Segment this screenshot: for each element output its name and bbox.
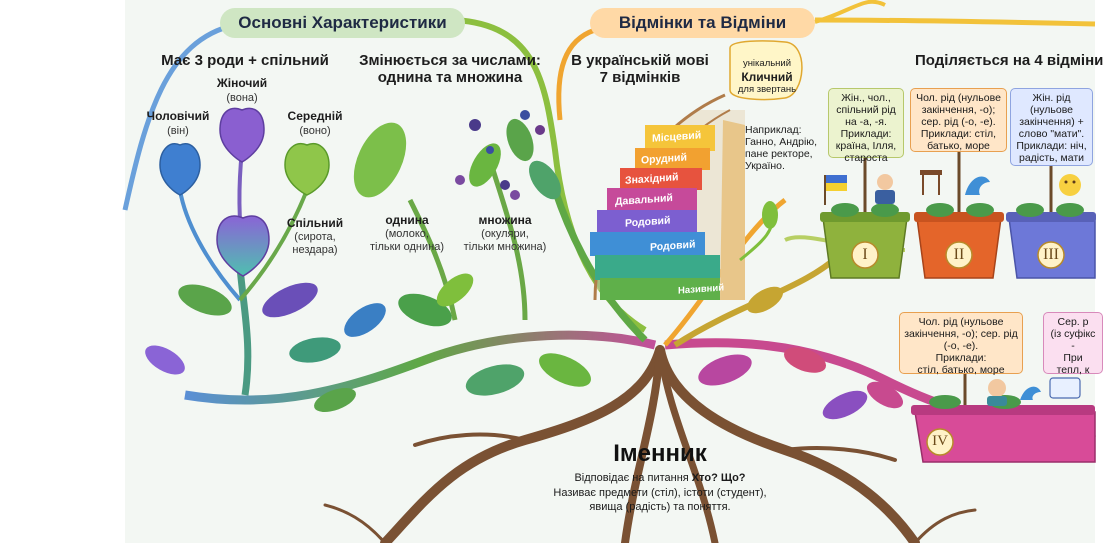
noun-question-line: Відповідає на питання Хто? Що?: [525, 472, 795, 485]
staircase-illustration: [590, 93, 778, 301]
noun-title: Іменник: [613, 440, 707, 467]
section-title-characteristics: Основні Характеристики: [220, 8, 465, 38]
masculine-pronoun: (він): [167, 125, 189, 137]
bubble-top: унікальний: [742, 58, 792, 69]
declension-card-4: Чол. рід (нульове закінчення, -о); сер. …: [899, 312, 1023, 376]
numeral-I: I: [862, 246, 868, 263]
declension-card-3: Жін. рід (нульове закінчення) + слово "м…: [1010, 88, 1093, 166]
declensions-heading: Поділяється на 4 відміни: [915, 52, 1103, 69]
section-title-text: Основні Характеристики: [238, 13, 447, 32]
numeral-II: II: [953, 246, 965, 263]
neuter-pronoun: (воно): [299, 125, 331, 137]
numbers-heading: Змінюється за числами: однина та множина: [359, 52, 541, 87]
declension-card-4-extra: Сер. р (із суфікс - При тепл, к: [1043, 312, 1103, 376]
noun-description-line-2: явища (радість) та поняття.: [589, 501, 731, 513]
noun-question-text: Відповідає на питання: [574, 472, 692, 484]
numeral-III: III: [1043, 246, 1059, 263]
noun-description-line-1: Називає предмети (стіл), істоти (студент…: [553, 487, 767, 499]
noun-question-bold: Хто? Що?: [691, 472, 746, 484]
tulip-icons: [159, 107, 330, 277]
tree-illustration: [122, 0, 1096, 543]
vocative-example: Наприклад: Ганно, Андрію, пане ректоре, …: [745, 124, 818, 173]
cases-heading: В українській мові 7 відмінків: [571, 52, 709, 87]
feminine-pronoun: (вона): [226, 92, 258, 104]
masculine-label: Чоловічий: [146, 109, 210, 123]
neuter-label: Середній: [287, 109, 343, 123]
singular-example: (молоко, тільки однина): [369, 228, 444, 253]
section-title-cases: Відмінки та Відміни: [590, 8, 815, 38]
bubble-vocative: Кличний: [741, 70, 793, 84]
numeral-IV: IV: [932, 433, 948, 449]
bubble-sub: для звертань: [737, 84, 797, 95]
plural-label: множина: [478, 213, 532, 227]
declension-card-2: Чол. рід (нульове закінчення, -о); сер. …: [910, 88, 1007, 152]
section-title-text: Відмінки та Відміни: [618, 13, 787, 32]
infographic-canvas: Основні Характеристики Відмінки та Відмі…: [122, 0, 1103, 543]
feminine-label: Жіночий: [216, 76, 268, 90]
common-label: Спільний: [286, 216, 344, 230]
genders-heading: Має 3 роди + спільний: [161, 52, 329, 69]
common-example: (сирота, нездара): [292, 231, 338, 256]
singular-label: однина: [385, 213, 429, 227]
plural-example: (окуляри, тільки множина): [463, 228, 547, 253]
pot-icons: [820, 170, 1096, 463]
leaves-decor: [145, 110, 904, 420]
roots: [323, 345, 977, 543]
declension-card-1: Жін., чол., спільний рід на -а, -я. Прик…: [828, 88, 904, 164]
